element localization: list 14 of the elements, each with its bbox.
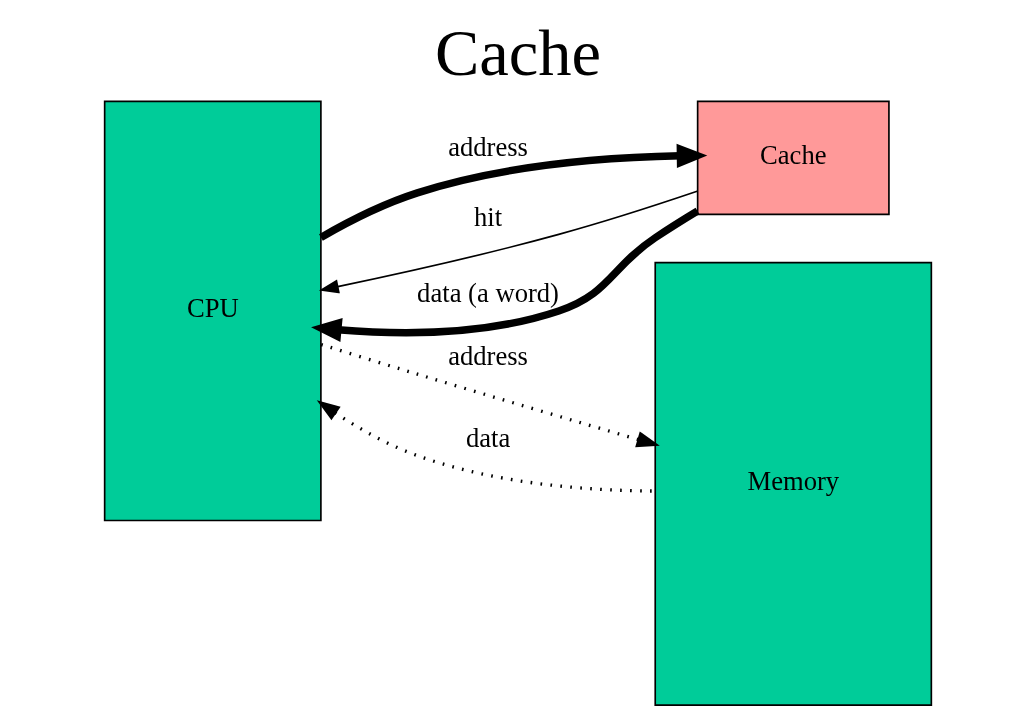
- edge-label: hit: [474, 201, 503, 232]
- node-box: Cache: [696, 100, 890, 216]
- node-box: Memory: [654, 261, 933, 706]
- arrow: [318, 190, 698, 294]
- node-box: CPU: [103, 100, 322, 522]
- arrow: [311, 207, 700, 343]
- arrow: [320, 342, 660, 448]
- arrow: [316, 400, 655, 493]
- edge-label: address: [448, 341, 528, 372]
- edge-label: data: [465, 422, 511, 453]
- edge-label: data (a word): [417, 278, 559, 309]
- arrow: [319, 143, 708, 241]
- diagram-title: Cache: [434, 15, 602, 89]
- edge-label: address: [448, 131, 528, 162]
